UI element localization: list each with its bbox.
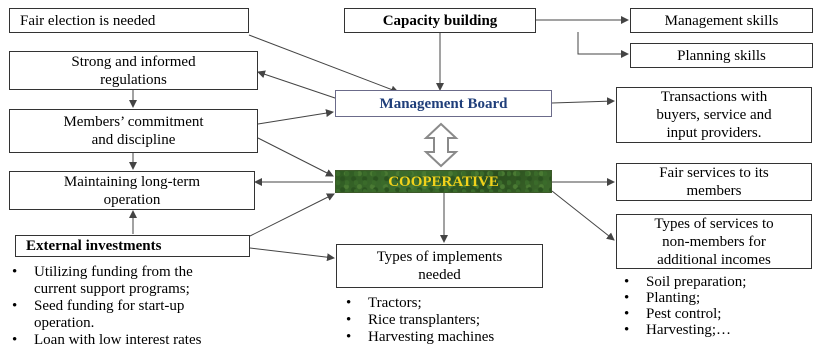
non-member-services-line-2: non-members for bbox=[662, 233, 766, 250]
non-member-services-line-3: additional incomes bbox=[657, 251, 771, 268]
management-board-box: Management Board bbox=[335, 90, 552, 117]
external-investments-box: External investments bbox=[15, 235, 250, 257]
service-2: Planting; bbox=[646, 290, 701, 306]
cooperative-box: COOPERATIVE bbox=[335, 170, 552, 193]
members-commitment-line-2: and discipline bbox=[91, 132, 176, 148]
arrow-board-regulations bbox=[257, 70, 343, 105]
planning-skills-text: Planning skills bbox=[677, 47, 766, 64]
connector-layer bbox=[129, 16, 629, 262]
list-item: Harvesting;… bbox=[622, 322, 812, 338]
maintaining-operation-box: Maintaining long-term operation bbox=[9, 171, 255, 210]
list-item: Loan with low interest rates bbox=[10, 332, 310, 349]
service-1: Soil preparation; bbox=[646, 274, 747, 290]
non-member-services-line-1: Types of services to bbox=[654, 215, 774, 232]
arrow-capacity-to-planning-skills bbox=[577, 32, 629, 58]
implement-3: Harvesting machines bbox=[368, 329, 495, 345]
double-arrow-icon bbox=[423, 122, 459, 168]
list-item: Soil preparation; bbox=[622, 274, 812, 290]
list-item: Rice transplanters; bbox=[344, 312, 584, 329]
strong-regulations-box: Strong and informed regulations bbox=[9, 51, 258, 90]
transactions-line-2: buyers, service and bbox=[656, 107, 772, 123]
management-board-text: Management Board bbox=[379, 95, 508, 112]
investment-3-line-1: Loan with low interest rates bbox=[34, 332, 202, 348]
investment-2-line-1: Seed funding for start-up bbox=[34, 298, 185, 314]
services-list: Soil preparation; Planting; Pest control… bbox=[622, 274, 812, 338]
capacity-building-box: Capacity building bbox=[344, 8, 536, 33]
members-commitment-box: Members’ commitment and discipline bbox=[9, 109, 258, 153]
non-member-services-box: Types of services to non-members for add… bbox=[616, 214, 812, 269]
cooperative-text: COOPERATIVE bbox=[388, 173, 499, 190]
transactions-box: Transactions with buyers, service and in… bbox=[616, 87, 812, 143]
fair-services-line-1: Fair services to its bbox=[659, 165, 769, 181]
transactions-line-3: input providers. bbox=[666, 125, 762, 141]
implements-needed-line-2: needed bbox=[418, 267, 461, 283]
fair-election-box: Fair election is needed bbox=[9, 8, 249, 33]
external-investments-text: External investments bbox=[26, 238, 162, 254]
investment-1-line-1: Utilizing funding from the bbox=[34, 264, 193, 280]
maintaining-operation-line-1: Maintaining long-term bbox=[63, 173, 201, 190]
list-item: Seed funding for start-up operation. bbox=[10, 298, 310, 332]
implements-needed-box: Types of implements needed bbox=[336, 244, 543, 288]
list-item: Harvesting machines bbox=[344, 329, 584, 346]
management-skills-text: Management skills bbox=[664, 12, 779, 29]
fair-election-text: Fair election is needed bbox=[20, 12, 156, 29]
service-3: Pest control; bbox=[646, 306, 722, 322]
members-commitment-line-1: Members’ commitment bbox=[63, 114, 204, 130]
list-item: Planting; bbox=[622, 290, 812, 306]
arrow-investments-to-implements bbox=[249, 247, 335, 262]
implement-1: Tractors; bbox=[368, 295, 422, 311]
arrow-fair-election-to-board bbox=[248, 34, 399, 94]
planning-skills-box: Planning skills bbox=[630, 43, 813, 68]
strong-regulations-line-2: regulations bbox=[100, 71, 167, 88]
maintaining-operation-line-2: operation bbox=[103, 191, 161, 208]
management-skills-box: Management skills bbox=[630, 8, 813, 33]
list-item: Tractors; bbox=[344, 295, 584, 312]
investments-list: Utilizing funding from the current suppo… bbox=[10, 264, 310, 349]
arrow-commitment-to-board bbox=[257, 109, 334, 125]
fair-services-line-2: members bbox=[686, 183, 742, 199]
investment-2-line-2: operation. bbox=[34, 315, 95, 331]
implements-needed-line-1: Types of implements bbox=[376, 249, 503, 265]
service-4: Harvesting;… bbox=[646, 322, 731, 338]
list-item: Utilizing funding from the current suppo… bbox=[10, 264, 310, 298]
fair-services-box: Fair services to its members bbox=[616, 163, 812, 201]
implement-2: Rice transplanters; bbox=[368, 312, 481, 328]
arrow-cooperative-to-non-member-services bbox=[551, 190, 615, 241]
investment-1-line-2: current support programs; bbox=[34, 281, 190, 297]
diagram-canvas: Fair election is needed Capacity buildin… bbox=[0, 0, 817, 337]
list-item: Pest control; bbox=[622, 306, 812, 322]
strong-regulations-line-1: Strong and informed bbox=[71, 53, 196, 70]
arrow-board-to-transactions bbox=[551, 97, 615, 106]
capacity-building-text: Capacity building bbox=[382, 12, 498, 29]
implements-list: Tractors; Rice transplanters; Harvesting… bbox=[344, 295, 584, 346]
arrow-commitment-to-cooperative bbox=[257, 137, 334, 177]
transactions-line-1: Transactions with bbox=[660, 89, 768, 105]
arrow-investments-to-cooperative bbox=[249, 193, 335, 237]
